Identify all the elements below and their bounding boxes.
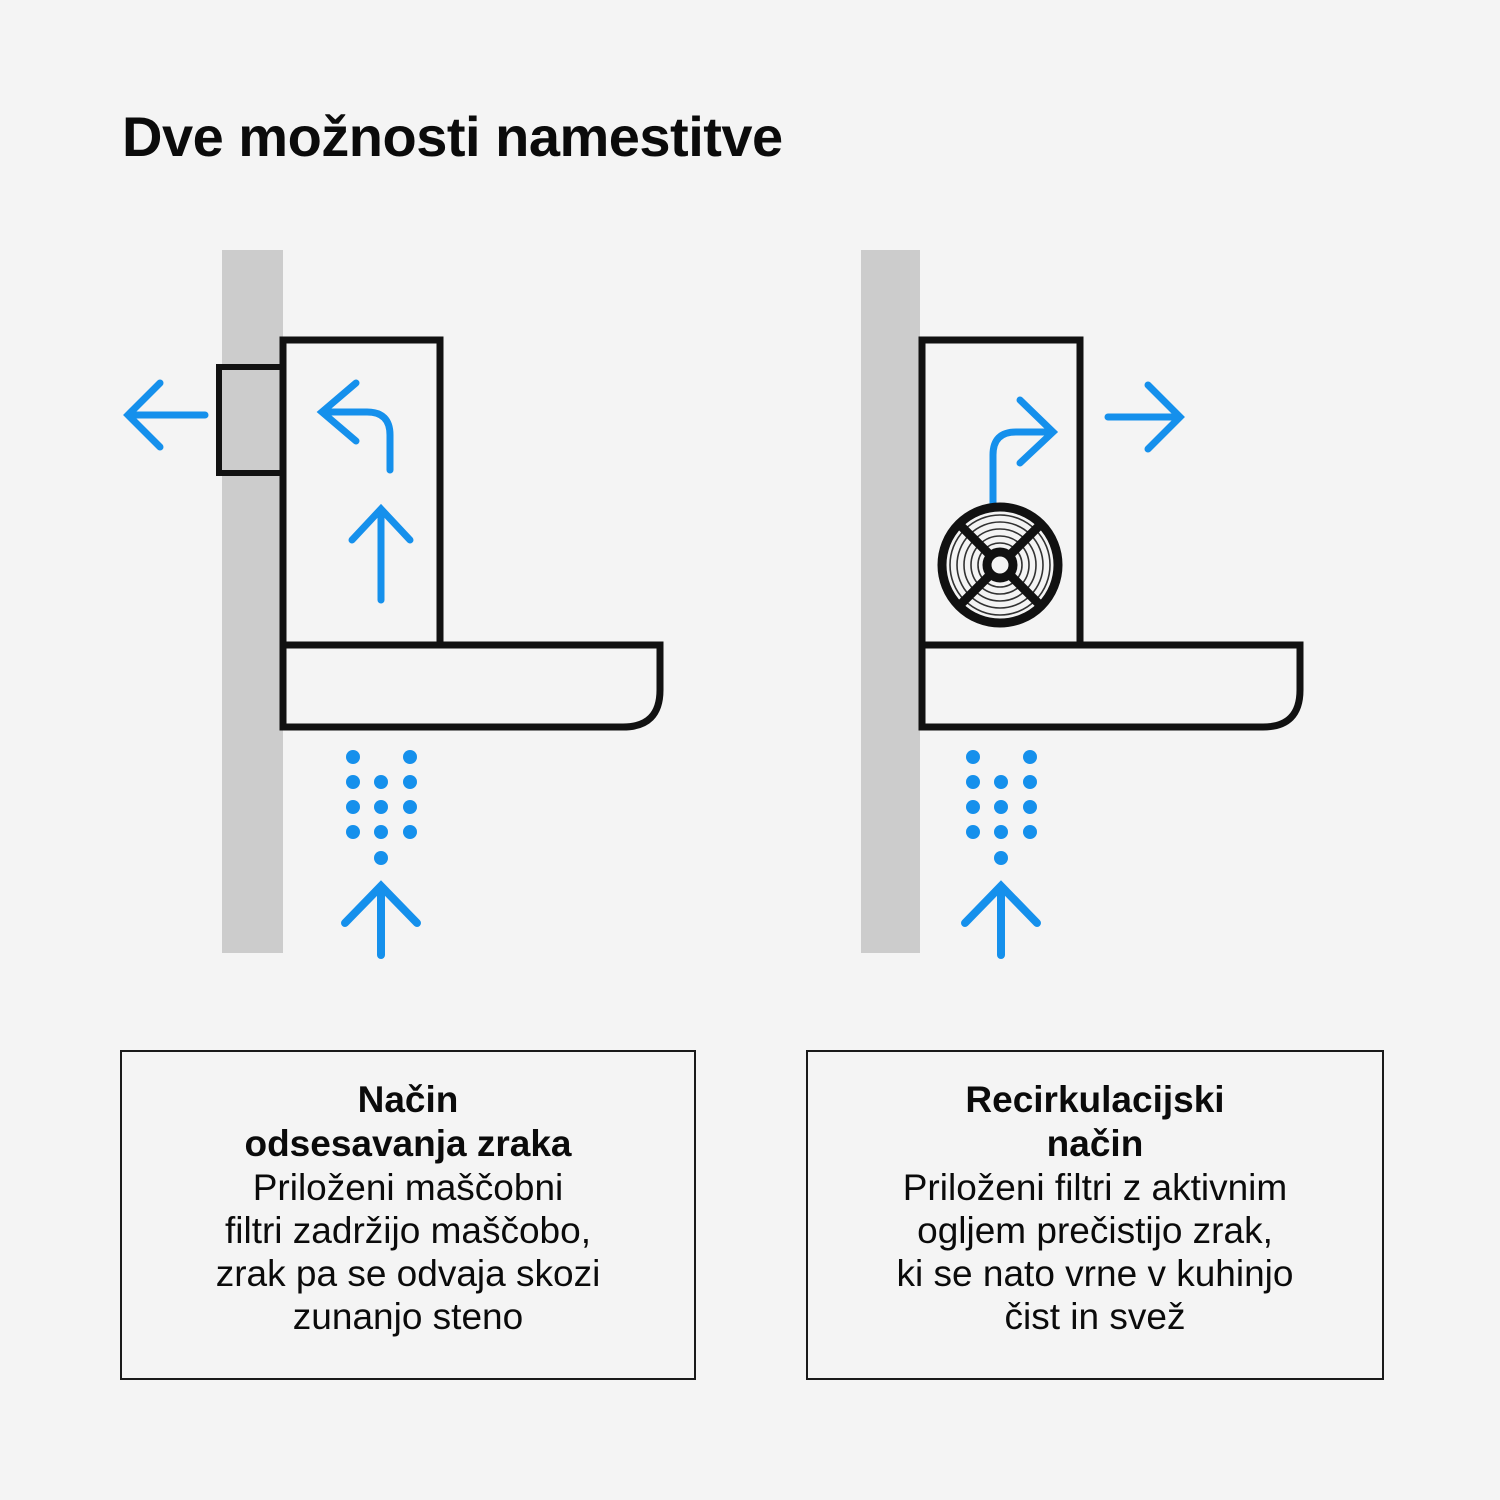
page-title: Dve možnosti namestitve [122,105,783,168]
grease-particles-left [346,750,417,865]
internal-airflow-arrow-left [316,379,394,474]
hood-intake-arrow-left [348,503,414,604]
caption-title-recirculation: Recirkulacijski način [965,1079,1225,1164]
caption-title-ducted-extraction: Način odsesavanja zraka [244,1079,572,1164]
caption-box-ducted-extraction: Način odsesavanja zraka Priloženi maščob… [120,1050,696,1380]
cooktop-intake-arrow-left [341,880,421,959]
exterior-wall-right [861,250,920,953]
caption-box-recirculation: Recirkulacijski način Priloženi filtri z… [806,1050,1384,1380]
internal-airflow-arrow-right [989,396,1059,514]
hood-canopy-left [279,641,664,731]
hood-chimney-left [279,336,444,647]
clean-air-return-arrow-right [1104,381,1185,453]
exterior-wall-left [222,250,283,953]
hood-canopy-right [918,641,1304,731]
cooktop-intake-arrow-right [961,880,1041,959]
caption-body-ducted-extraction: Priloženi maščobni filtri zadržijo maščo… [215,1167,601,1338]
grease-particles-right [966,750,1037,865]
outdoor-exhaust-arrow-left [123,379,209,451]
caption-body-recirculation: Priloženi filtri z aktivnim ogljem preči… [896,1167,1294,1338]
wall-duct-left [216,364,286,476]
carbon-filter-fan-icon [937,502,1063,628]
hood-chimney-right [918,336,1084,647]
